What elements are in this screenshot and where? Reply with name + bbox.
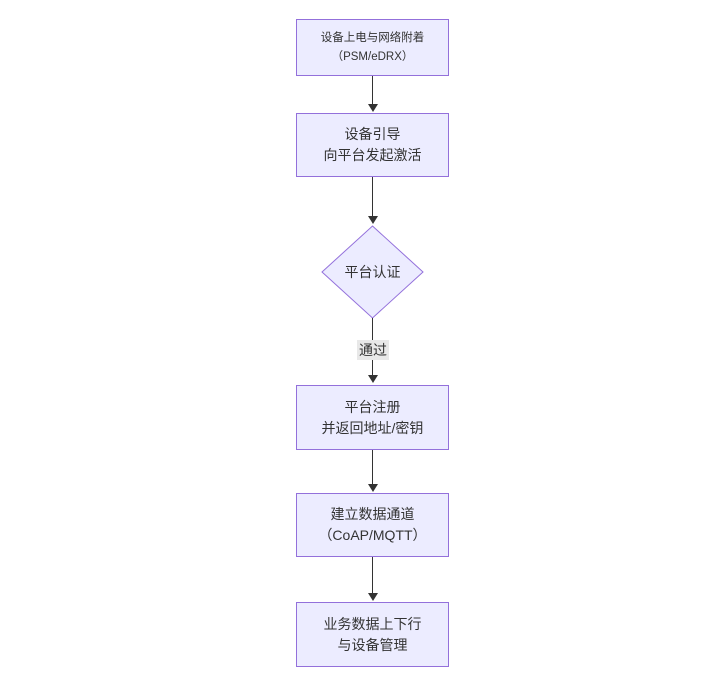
node-register: 平台注册 并返回地址/密钥: [296, 385, 449, 450]
node-data-channel-line1: 建立数据通道: [330, 506, 415, 522]
node-bootstrap-line1: 设备引导: [344, 126, 401, 142]
arrowhead-icon-5: [368, 593, 378, 601]
edge-line-1: [372, 76, 373, 106]
arrowhead-icon-1: [368, 104, 378, 112]
arrowhead-icon-2: [368, 216, 378, 224]
node-business-data-line2: 与设备管理: [337, 636, 408, 653]
arrowhead-icon-4: [368, 484, 378, 492]
node-power-attach-line2: （PSM/eDRX）: [331, 50, 414, 63]
node-bootstrap: 设备引导 向平台发起激活: [296, 113, 449, 177]
node-power-attach: 设备上电与网络附着 （PSM/eDRX）: [296, 19, 449, 76]
node-data-channel: 建立数据通道 （CoAP/MQTT）: [296, 493, 449, 557]
node-business-data: 业务数据上下行 与设备管理: [296, 602, 449, 667]
node-register-line2: 并返回地址/密钥: [321, 419, 424, 436]
node-register-line1: 平台注册: [344, 398, 401, 415]
edge-line-4: [372, 450, 373, 486]
node-business-data-line1: 业务数据上下行: [323, 615, 422, 632]
edge-line-2: [372, 177, 373, 217]
node-power-attach-line1: 设备上电与网络附着: [320, 31, 425, 44]
node-data-channel-line2: （CoAP/MQTT）: [318, 527, 427, 543]
edge-line-5: [372, 557, 373, 595]
arrowhead-icon-3: [368, 375, 378, 383]
node-platform-auth: 平台认证: [321, 225, 424, 319]
node-platform-auth-label: 平台认证: [344, 264, 401, 280]
node-bootstrap-line2: 向平台发起激活: [323, 147, 422, 163]
edge-label-pass: 通过: [357, 340, 389, 360]
